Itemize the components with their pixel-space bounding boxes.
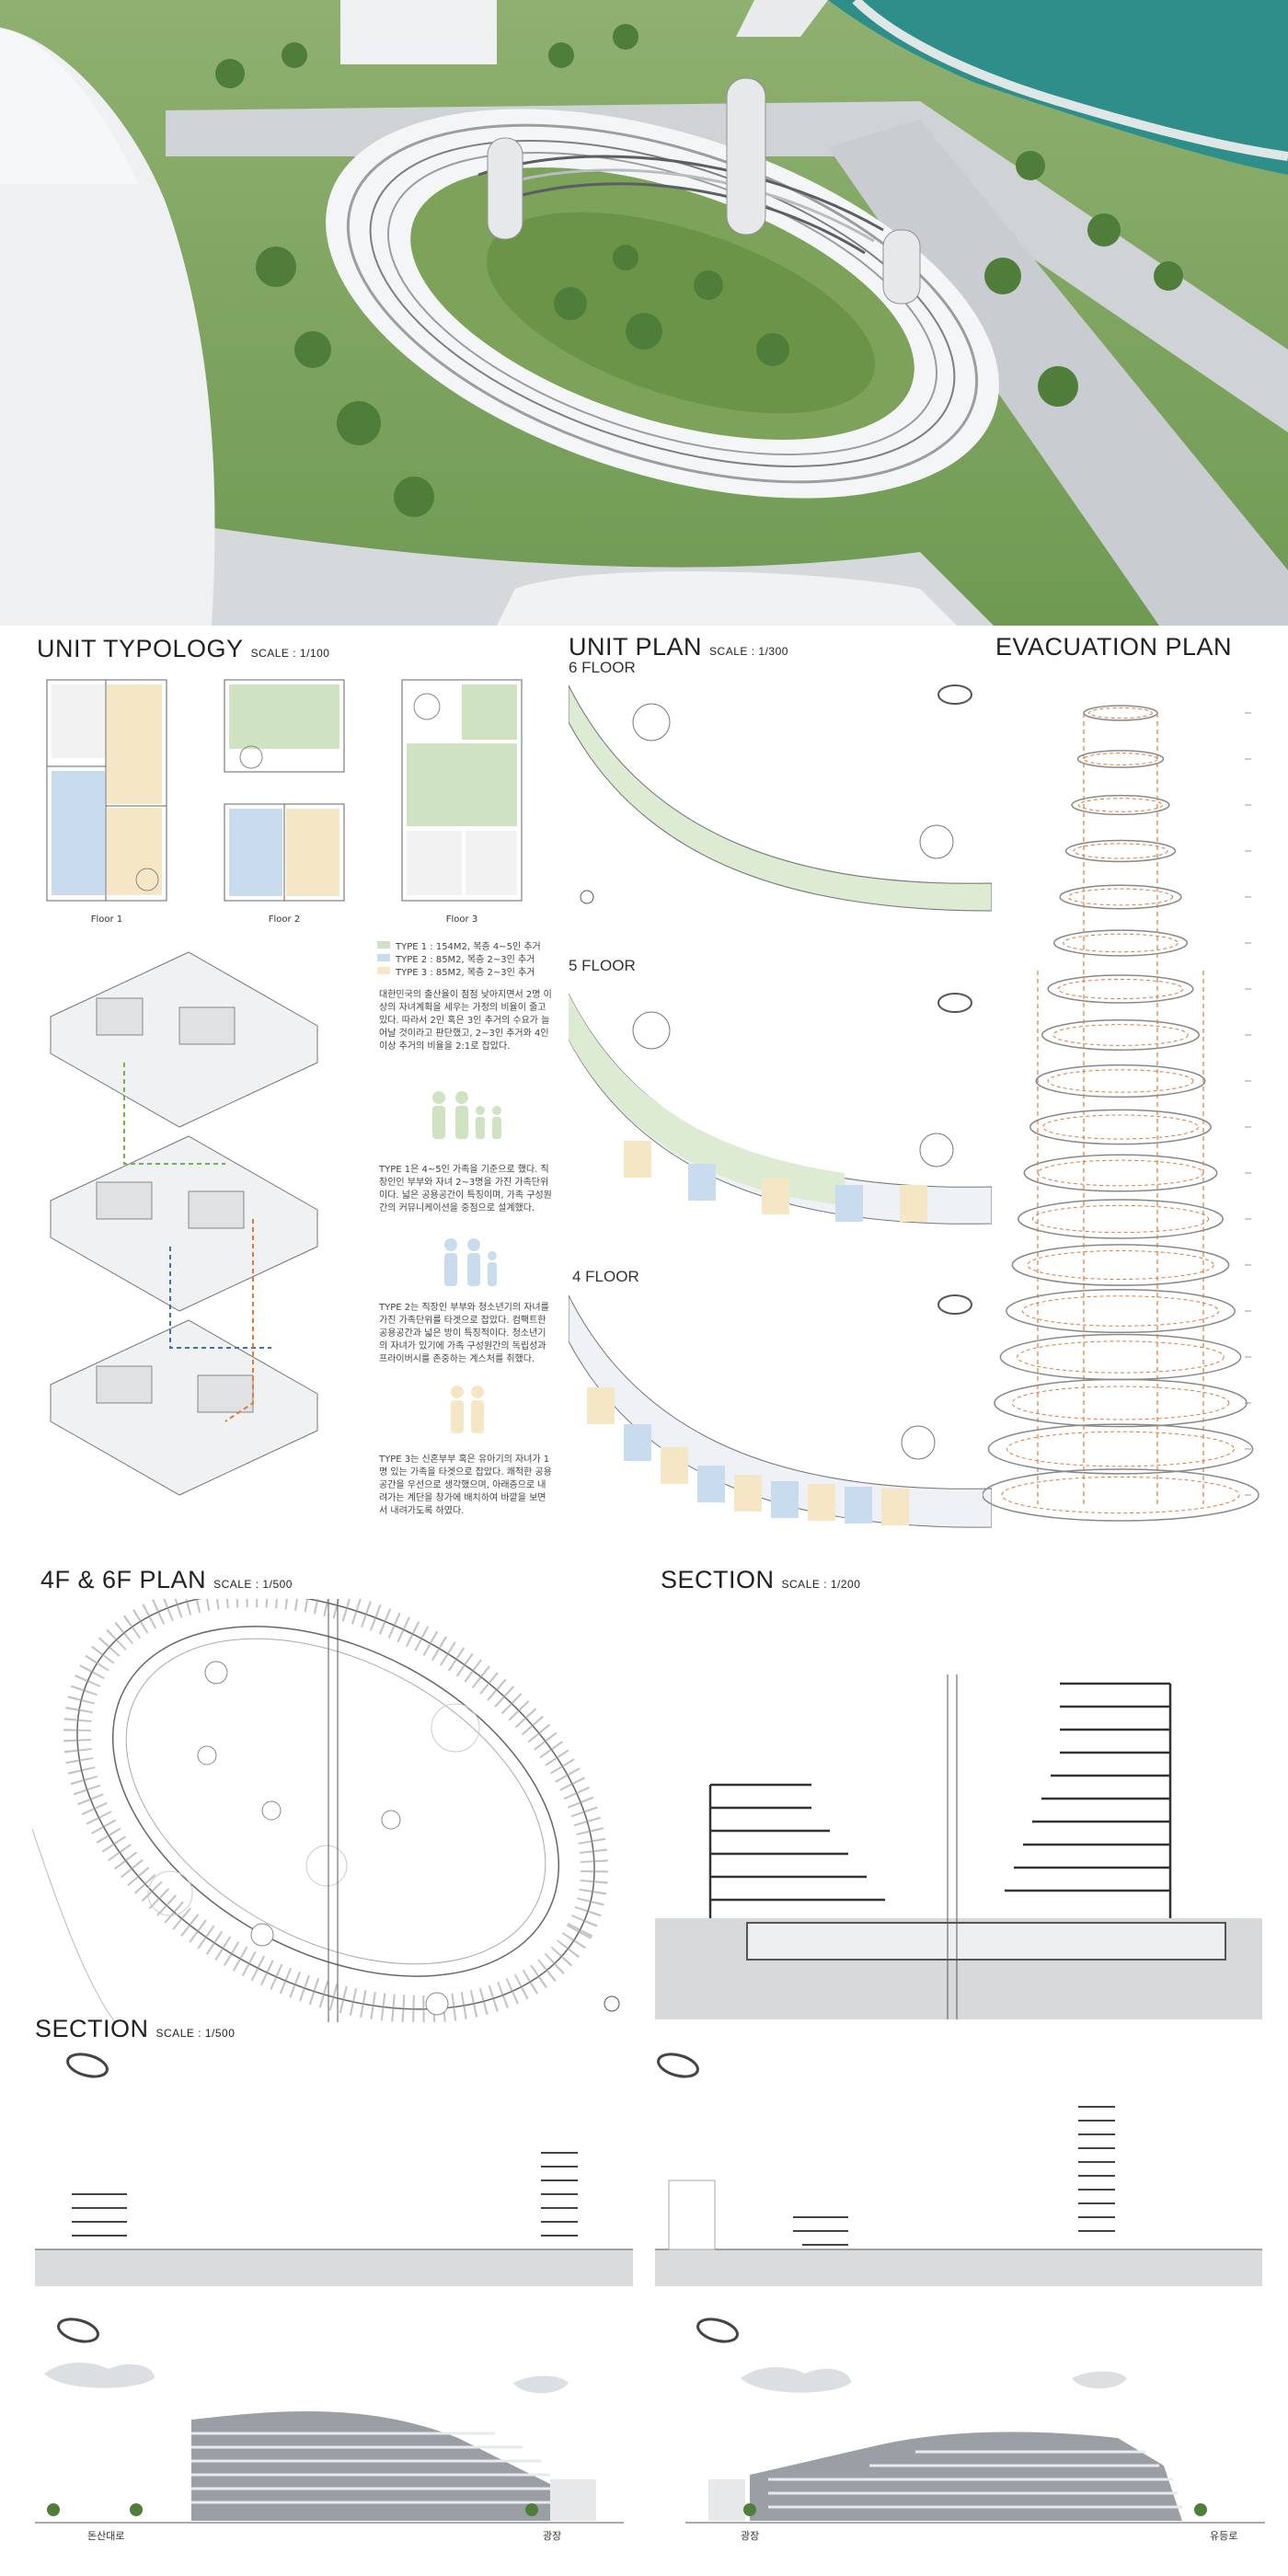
evacuation-route	[1042, 1114, 1199, 1140]
unit-plan-floor-6	[569, 676, 992, 925]
evacuation-floor-outline	[1059, 884, 1182, 910]
key-plan-icon	[55, 2317, 101, 2344]
evacuation-route	[1011, 1386, 1230, 1420]
type2-text: TYPE 2는 직장인 부부와 청소년기의 자녀를 가진 가족단위를 타겟으로 …	[379, 1303, 549, 1364]
evacuation-route	[1031, 1204, 1210, 1234]
floor-caption: Floor 1	[90, 914, 123, 925]
evacuation-route	[1077, 798, 1164, 812]
floor-caption: Floor 3	[445, 914, 478, 925]
unit-plan-floor-6-label: 6 FLOOR	[569, 659, 636, 676]
evacuation-floor-outline	[1052, 929, 1189, 957]
evacuation-floor-outline	[1029, 1109, 1212, 1145]
elevation-right-drawing	[685, 2355, 1265, 2530]
intro-text: 대한민국의 출산율이 점점 낮아지면서 2명 이상의 자녀계획을 세우는 가정의…	[379, 990, 552, 1052]
evacuation-floor-outline	[1011, 1244, 1230, 1286]
evacuation-route	[1001, 1476, 1240, 1514]
road-label: 광장	[741, 2530, 760, 2542]
elevation-left-drawing	[35, 2355, 624, 2530]
section-1-500-right-drawing	[655, 2088, 1262, 2286]
evacuation-floor-outline	[987, 1423, 1254, 1475]
road-label: 광장	[543, 2530, 562, 2542]
aerial-rendering	[0, 0, 1288, 626]
section-1-500-left-drawing	[35, 2088, 633, 2286]
floor-2-plan	[224, 679, 345, 902]
evacuation-route	[1067, 888, 1174, 906]
key-plan-icon	[695, 2317, 741, 2344]
evacuation-floor-outline	[1076, 750, 1165, 768]
evacuation-stack-diagram	[983, 695, 1268, 1550]
floor-1-plan	[46, 679, 167, 902]
evacuation-route	[1037, 1159, 1204, 1187]
evacuation-route	[1057, 978, 1184, 1000]
unit-plan-floor-4-label: 4 FLOOR	[572, 1268, 639, 1285]
legend-item: TYPE 3 : 85M2, 복층 2~3인 추거	[377, 964, 570, 978]
evacuation-floor-outline	[1064, 839, 1177, 863]
unit-type-legend: TYPE 1 : 154M2, 복층 4~5인 추거 TYPE 2 : 85M2…	[377, 938, 570, 978]
section-1-200-drawing	[655, 1656, 1262, 2019]
plan-4f-6f-drawing	[32, 1599, 639, 2022]
evacuation-floor-outline	[1041, 1019, 1201, 1051]
evacuation-floor-outline	[1035, 1064, 1206, 1098]
evacuation-route	[1063, 933, 1179, 953]
evacuation-floor-outline	[1071, 794, 1170, 816]
type3-text: TYPE 3는 신혼부부 혹은 유아기의 자녀가 1명 있는 가족을 타겟으로 …	[379, 1455, 552, 1516]
evacuation-route	[1052, 1024, 1189, 1046]
type1-text: TYPE 1은 4~5인 가족을 기준으로 했다. 직장인인 부부와 자녀 2~…	[379, 1165, 552, 1213]
unit-plan-floor-4	[569, 1286, 992, 1535]
evacuation-route	[1017, 1340, 1225, 1374]
evacuation-floor-outline	[983, 1468, 1259, 1522]
floor-caption: Floor 2	[268, 914, 301, 925]
key-plan-icon	[655, 2052, 701, 2079]
unit-plan-floor-5	[569, 975, 992, 1233]
evacuation-route	[1047, 1069, 1194, 1093]
road-label: 유등로	[1210, 2530, 1238, 2542]
exploded-axonometric	[41, 943, 336, 1504]
legend-item: TYPE 1 : 154M2, 복층 4~5인 추거	[377, 938, 570, 952]
evacuation-route	[1088, 707, 1153, 719]
legend-item: TYPE 2 : 85M2, 복층 2~3인 추거	[377, 951, 570, 965]
evacuation-route	[1073, 843, 1168, 859]
evacuation-floor-outline	[1023, 1154, 1218, 1192]
evacuation-route	[1083, 753, 1158, 765]
evacuation-floor-outline	[1006, 1288, 1236, 1334]
floor-3-plan	[401, 679, 523, 902]
evacuation-floor-outline	[1018, 1199, 1224, 1239]
evacuation-floor-outline	[1047, 974, 1194, 1004]
road-label: 돈산대로	[87, 2530, 125, 2542]
evacuation-plan-title: EVACUATION PLAN	[995, 633, 1233, 661]
evacuation-route	[1027, 1250, 1214, 1280]
family-4-icon	[425, 1090, 508, 1141]
key-plan-icon	[64, 2052, 110, 2079]
unit-plan-floor-5-label: 5 FLOOR	[569, 957, 636, 974]
evacuation-route	[1006, 1431, 1235, 1467]
evacuation-route	[1021, 1295, 1220, 1327]
family-2-icon	[446, 1385, 492, 1435]
family-3-icon	[437, 1237, 501, 1288]
